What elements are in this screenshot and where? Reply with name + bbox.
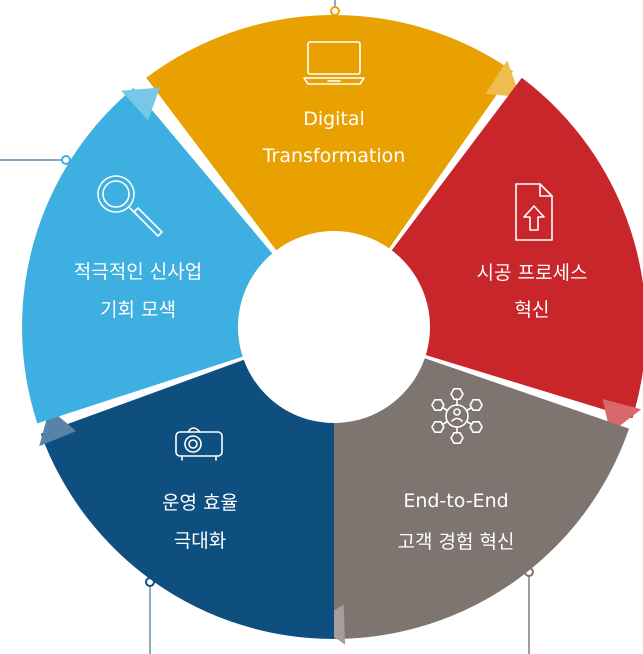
- center-circle: [238, 231, 430, 423]
- label-customer-line2: 고객 경험 혁신: [398, 531, 515, 553]
- network-people-icon: [431, 387, 483, 445]
- leader-dot-digital: [330, 6, 340, 16]
- segment-digital: [146, 14, 521, 267]
- magnifier-icon: [97, 175, 163, 237]
- label-operation-line2: 극대화: [174, 530, 226, 552]
- label-operation-line1: 운영 효율: [162, 492, 238, 514]
- label-business-line1: 적극적인 신사업: [74, 261, 202, 283]
- segment-shape-digital: [146, 14, 513, 267]
- arrowhead-digital: [485, 60, 521, 97]
- hex-node: [431, 421, 445, 434]
- segment-shape-business: [22, 88, 286, 424]
- label-construction-line2: 혁신: [515, 299, 550, 321]
- segment-shape-customer: [334, 351, 629, 639]
- segment-shape-operation: [40, 353, 335, 639]
- document-upload-icon: [515, 183, 553, 241]
- segment-shape-construction: [379, 77, 643, 419]
- label-digital-line1: Digital: [303, 108, 365, 130]
- hex-node: [469, 421, 483, 434]
- hex-node: [469, 398, 483, 411]
- hex-node: [431, 398, 445, 411]
- hex-node: [450, 431, 464, 445]
- segment-business: [22, 87, 286, 424]
- hex-connector: [442, 420, 449, 425]
- leader-dot-business: [61, 155, 71, 165]
- label-business-line2: 기회 모색: [100, 299, 176, 321]
- label-customer-line1: End-to-End: [403, 490, 508, 512]
- hex-connector: [465, 407, 472, 412]
- laptop-icon: [303, 41, 365, 85]
- arrowhead-business: [121, 87, 160, 121]
- label-construction-line1: 시공 프로세스: [477, 262, 588, 284]
- hex-connector: [465, 420, 472, 425]
- hex-node: [450, 387, 464, 401]
- projector-icon: [175, 427, 223, 461]
- hex-connector: [442, 407, 449, 412]
- label-digital-line2: Transformation: [262, 145, 406, 167]
